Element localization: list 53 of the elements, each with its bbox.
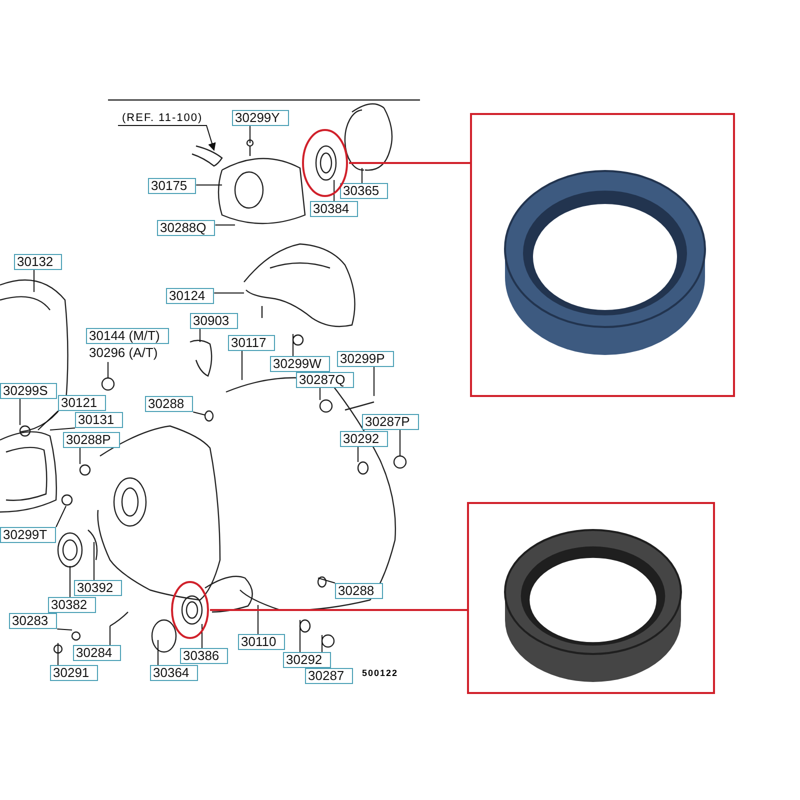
leader-line [214, 292, 244, 294]
part-number-label: 30299Y [232, 110, 289, 126]
connector-line [349, 162, 470, 164]
part-number-label: 30144 (M/T) [86, 328, 169, 344]
leader-line [192, 412, 206, 416]
oil-seal-drawing [315, 145, 337, 181]
photo-frame [467, 502, 715, 694]
part-number-label: 30365 [340, 183, 388, 199]
reference-note: (REF. 11-100) [118, 112, 207, 126]
leader-line [334, 180, 335, 202]
photo-frame [470, 113, 735, 397]
part-number-label: 30392 [74, 580, 122, 596]
part-number-label: 30288P [63, 432, 120, 448]
part-number-label: 30291 [50, 665, 98, 681]
part-number-label: 30110 [238, 634, 286, 650]
leader-line [56, 506, 66, 528]
part-number-label: 30382 [48, 597, 96, 613]
part-number-label: 30292 [340, 431, 388, 447]
highlight-circle [170, 580, 210, 640]
connector-line [210, 609, 467, 611]
part-number-label: 30283 [9, 613, 58, 629]
leader-line [206, 126, 216, 151]
leader-line [196, 184, 222, 186]
part-number-label: 30384 [310, 201, 358, 217]
part-number-label: 30131 [75, 412, 124, 428]
leader-line [50, 428, 76, 430]
part-number-label: 30287 [305, 668, 354, 684]
leader-line [56, 628, 72, 630]
part-number-label: 30299P [337, 351, 394, 367]
part-number-label: 30903 [190, 313, 238, 329]
part-number-label: 30132 [14, 254, 62, 270]
part-number-label: 30288 [335, 583, 384, 599]
part-number-label: 30299W [270, 356, 330, 372]
part-number-label: 30288 [145, 396, 194, 412]
drawing-number: 500122 [362, 668, 398, 678]
leader-line [292, 334, 294, 356]
part-number-label: 30299T [0, 527, 56, 543]
part-number-label: 30175 [148, 178, 196, 194]
part-number-label: 30287Q [296, 372, 354, 388]
part-number-label: 30124 [166, 288, 214, 304]
part-number-label: 30288Q [157, 220, 216, 236]
leader-line [318, 578, 336, 584]
part-number-label: 30386 [180, 648, 228, 664]
part-number-label: 30117 [228, 335, 276, 351]
part-number-label: 30299S [0, 383, 57, 399]
leader-line [38, 410, 58, 430]
oil-seal-drawing [181, 595, 203, 625]
part-number-label: 30364 [150, 665, 198, 681]
part-number-label: 30292 [283, 652, 332, 668]
leader-line [214, 224, 236, 226]
part-number-label: 30287P [362, 414, 419, 430]
part-number-label: 30284 [73, 645, 122, 661]
part-number-label: 30121 [58, 395, 106, 411]
